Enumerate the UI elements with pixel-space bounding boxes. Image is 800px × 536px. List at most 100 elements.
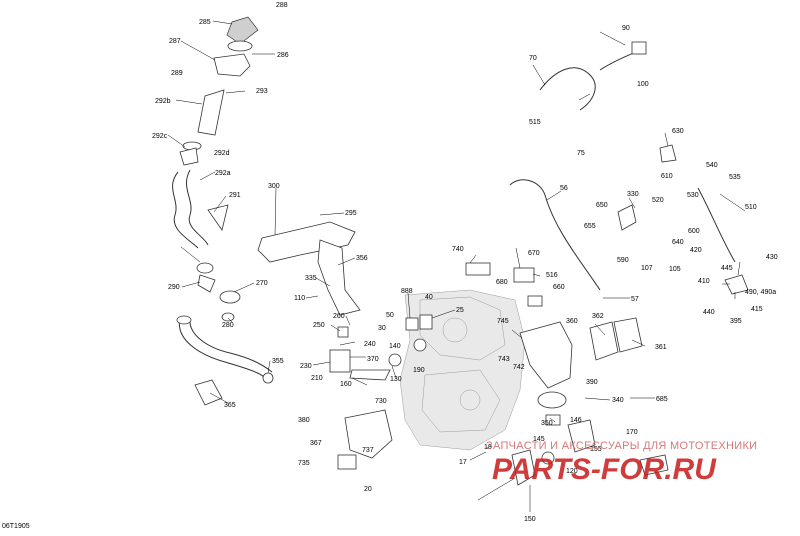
callout-360: 360 xyxy=(566,318,578,325)
callout-295: 295 xyxy=(345,210,357,217)
callout-740: 740 xyxy=(452,246,464,253)
callout-100: 100 xyxy=(637,81,649,88)
callout-520: 520 xyxy=(652,197,664,204)
callout-655: 655 xyxy=(584,223,596,230)
callout-630: 630 xyxy=(672,128,684,135)
callout-367: 367 xyxy=(310,440,322,447)
callout-labels: 288 285 286 287 289 293 292b 292c 292d 2… xyxy=(152,2,778,523)
callout-610: 610 xyxy=(661,173,673,180)
callout-145: 145 xyxy=(533,436,545,443)
callout-390: 390 xyxy=(586,379,598,386)
callout-680: 680 xyxy=(496,279,508,286)
callout-737: 737 xyxy=(362,447,374,454)
callout-420: 420 xyxy=(690,247,702,254)
callout-742: 742 xyxy=(513,364,525,371)
callout-250: 250 xyxy=(313,322,325,329)
callout-155: 155 xyxy=(590,446,602,453)
callout-293: 293 xyxy=(256,88,268,95)
callout-290: 290 xyxy=(168,284,180,291)
callout-288: 288 xyxy=(276,2,288,9)
callout-335a: 335 xyxy=(305,275,317,282)
callout-18: 18 xyxy=(484,444,492,451)
callout-410: 410 xyxy=(698,278,710,285)
callout-490: 490, 490a xyxy=(745,289,776,296)
callout-362: 362 xyxy=(592,313,604,320)
callout-380: 380 xyxy=(298,417,310,424)
callout-590: 590 xyxy=(617,257,629,264)
callout-120: 120 xyxy=(566,468,578,475)
callout-285: 285 xyxy=(199,19,211,26)
callout-292c: 292c xyxy=(152,133,168,140)
callout-743: 743 xyxy=(498,356,510,363)
callout-270: 270 xyxy=(256,280,268,287)
callout-685: 685 xyxy=(656,396,668,403)
callout-50: 50 xyxy=(386,312,394,319)
callout-75: 75 xyxy=(577,150,585,157)
callout-355: 355 xyxy=(272,358,284,365)
watermark-logo-text: PARTS-FOR.RU xyxy=(492,453,716,486)
callout-292b: 292b xyxy=(155,98,171,105)
callout-70: 70 xyxy=(529,55,537,62)
callout-90: 90 xyxy=(622,25,630,32)
callout-56: 56 xyxy=(560,185,568,192)
callout-280: 280 xyxy=(222,322,234,329)
callout-160: 160 xyxy=(340,381,352,388)
callout-516: 516 xyxy=(546,272,558,279)
callout-395: 395 xyxy=(730,318,742,325)
manifold-parts xyxy=(511,419,669,486)
intake-duct-lower xyxy=(176,315,274,406)
callout-730: 730 xyxy=(375,398,387,405)
intake-upper xyxy=(172,16,259,322)
callout-430: 430 xyxy=(766,254,778,261)
callout-735: 735 xyxy=(298,460,310,467)
callout-20: 20 xyxy=(364,486,372,493)
callout-330: 330 xyxy=(627,191,639,198)
callout-440: 440 xyxy=(703,309,715,316)
callout-356: 356 xyxy=(356,255,368,262)
callout-230: 230 xyxy=(300,363,312,370)
callout-365: 365 xyxy=(224,402,236,409)
callout-286: 286 xyxy=(277,52,289,59)
callout-107: 107 xyxy=(641,265,653,272)
callout-600: 600 xyxy=(688,228,700,235)
callout-130: 130 xyxy=(390,376,402,383)
callout-190: 190 xyxy=(413,367,425,374)
callout-140: 140 xyxy=(389,343,401,350)
callout-110: 110 xyxy=(294,295,305,302)
callout-445: 445 xyxy=(721,265,733,272)
callout-660: 660 xyxy=(553,284,565,291)
callout-291: 291 xyxy=(229,192,241,199)
callout-370: 370 xyxy=(367,356,379,363)
callout-415: 415 xyxy=(751,306,763,313)
callout-888a: 888 xyxy=(401,288,413,295)
callout-40: 40 xyxy=(425,294,433,301)
watermark-tagline: ЗАПЧАСТИ И АКСЕССУАРЫ ДЛЯ МОТОТЕХНИКИ xyxy=(486,440,758,452)
callout-289: 289 xyxy=(171,70,183,77)
heat-shield-plate xyxy=(257,221,361,316)
callout-260: 260 xyxy=(333,313,345,320)
right-heat-shields xyxy=(519,317,643,426)
callout-292d: 292d xyxy=(214,150,230,157)
callout-670: 670 xyxy=(528,250,540,257)
callout-25: 25 xyxy=(456,307,464,314)
callout-350: 350 xyxy=(541,420,553,427)
leader-lines xyxy=(167,20,746,512)
watermark: ЗАПЧАСТИ И АКСЕССУАРЫ ДЛЯ МОТОТЕХНИКИ PA… xyxy=(486,440,786,490)
callout-210: 210 xyxy=(311,375,323,382)
callout-510: 510 xyxy=(745,204,757,211)
callout-57: 57 xyxy=(631,296,639,303)
callout-17: 17 xyxy=(459,459,467,466)
engine-block xyxy=(399,289,526,451)
callout-150: 150 xyxy=(524,516,536,523)
sensor-harness xyxy=(465,41,749,307)
callout-515: 515 xyxy=(529,119,541,126)
callout-650: 650 xyxy=(596,202,608,209)
callout-535: 535 xyxy=(729,174,741,181)
callout-530: 530 xyxy=(687,192,699,199)
callout-287: 287 xyxy=(169,38,181,45)
mid-components xyxy=(329,314,433,470)
callout-640: 640 xyxy=(672,239,684,246)
callout-170: 170 xyxy=(626,429,638,436)
callout-30: 30 xyxy=(378,325,386,332)
